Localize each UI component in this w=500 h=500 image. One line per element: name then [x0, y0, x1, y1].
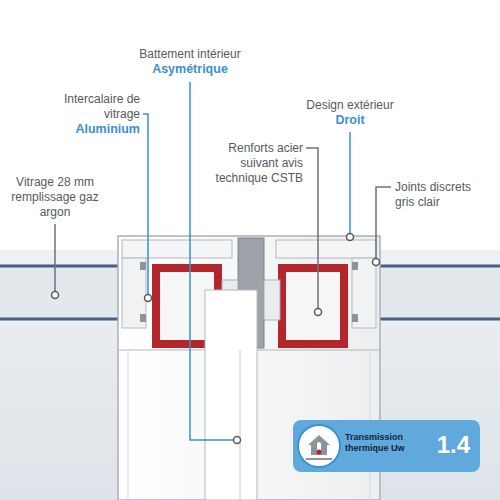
badge-caption: Transmission thermique Uw [345, 432, 423, 454]
part-label: Joints discrets gris clair [395, 180, 490, 210]
feature-value: Asymétrique [120, 62, 260, 77]
part-label: Design extérieur [290, 98, 410, 113]
badge-value: 1.4 [437, 430, 470, 460]
part-label: Vitrage 28 mm remplissage gaz argon [10, 175, 100, 220]
part-label: Intercalaire de vitrage [50, 92, 140, 122]
feature-value: Aluminium [50, 122, 140, 137]
part-label: Renforts acier suivant avis technique CS… [203, 141, 303, 186]
part-label: Battement intérieur [120, 47, 260, 62]
thermal-icon [296, 423, 342, 469]
feature-value: Droit [290, 113, 410, 128]
